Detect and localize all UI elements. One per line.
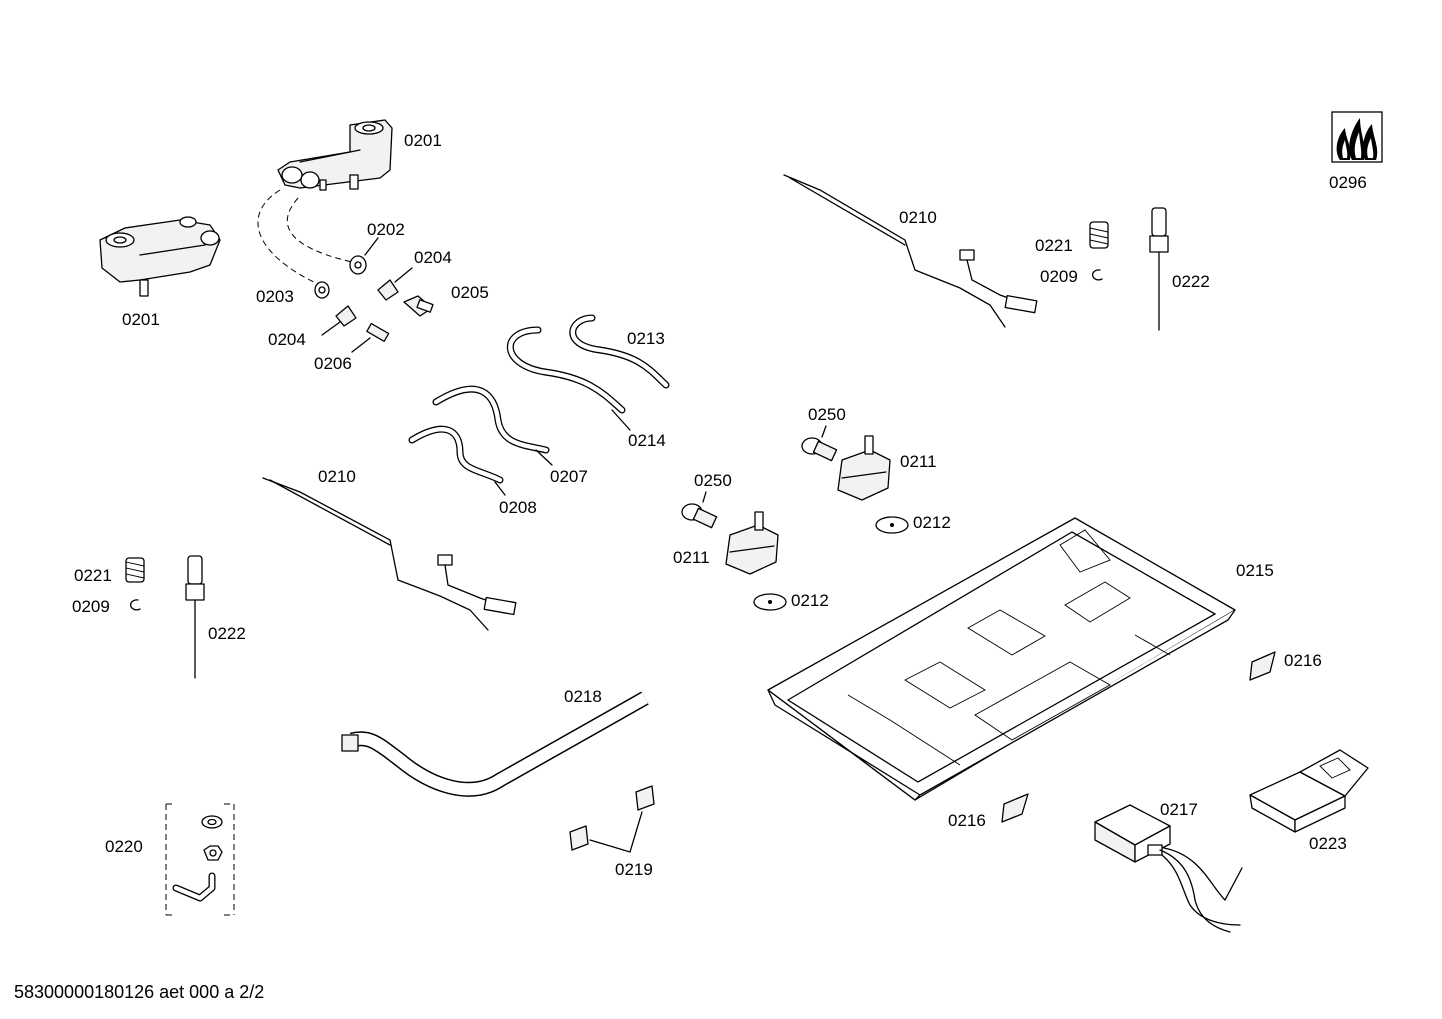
label-0204-left: 0204 [268, 330, 306, 349]
part-0205[interactable] [403, 295, 434, 317]
leader-0214 [611, 409, 631, 431]
label-0213: 0213 [627, 329, 665, 348]
label-0209-left: 0209 [72, 597, 110, 616]
part-0219-left[interactable] [569, 825, 589, 851]
label-0296: 0296 [1329, 173, 1367, 192]
label-0250-upper: 0250 [808, 405, 846, 424]
part-0250-upper[interactable] [801, 437, 838, 462]
part-0250-lower[interactable] [681, 503, 718, 529]
part-0215-tray[interactable] [767, 517, 1236, 801]
label-0210-left: 0210 [318, 467, 356, 486]
part-0216-bottom[interactable] [1001, 793, 1029, 823]
part-0213[interactable] [569, 314, 670, 389]
part-0217[interactable] [1094, 804, 1243, 933]
label-0223: 0223 [1309, 834, 1347, 853]
leader-0250 [821, 425, 827, 438]
assembly-line [286, 197, 353, 263]
label-0217: 0217 [1160, 800, 1198, 819]
part-0203[interactable] [314, 281, 330, 299]
part-0210-right[interactable] [783, 174, 1038, 328]
label-0202: 0202 [367, 220, 405, 239]
leader-0250b [702, 491, 707, 503]
part-0209-left[interactable] [130, 599, 141, 611]
part-0206[interactable] [366, 322, 390, 342]
label-0216-bottom: 0216 [948, 811, 986, 830]
leader-0219 [589, 811, 643, 853]
label-0250-lower: 0250 [694, 471, 732, 490]
label-0222-left: 0222 [208, 624, 246, 643]
label-0222-right: 0222 [1172, 272, 1210, 291]
label-0205: 0205 [451, 283, 489, 302]
part-0216-right[interactable] [1249, 651, 1276, 681]
flame-icon [1331, 111, 1383, 163]
label-0214: 0214 [628, 431, 666, 450]
label-0206: 0206 [314, 354, 352, 373]
label-0218: 0218 [564, 687, 602, 706]
part-0222-right[interactable] [1149, 207, 1169, 331]
leader-0202 [364, 237, 379, 256]
label-0215: 0215 [1236, 561, 1274, 580]
label-0210-right: 0210 [899, 208, 937, 227]
part-0210-left[interactable] [262, 477, 517, 631]
label-0219: 0219 [615, 860, 653, 879]
part-0209-right[interactable] [1092, 269, 1103, 281]
part-0222-left[interactable] [185, 555, 205, 679]
part-0212-upper[interactable] [875, 516, 909, 534]
label-0221-left: 0221 [74, 566, 112, 585]
part-0218[interactable] [341, 691, 649, 797]
label-0212-upper: 0212 [913, 513, 951, 532]
part-0221-right[interactable] [1089, 221, 1109, 249]
leader-0204 [394, 267, 413, 283]
label-0201-upper: 0201 [404, 131, 442, 150]
part-0201-left[interactable] [99, 216, 221, 297]
part-0204-right[interactable] [377, 279, 399, 301]
label-0201-left: 0201 [122, 310, 160, 329]
label-0211-upper: 0211 [900, 452, 937, 471]
assembly-line [257, 189, 321, 286]
part-0202[interactable] [349, 255, 367, 275]
label-0212-lower: 0212 [791, 591, 829, 610]
part-0214[interactable] [506, 326, 626, 414]
label-0209-right: 0209 [1040, 267, 1078, 286]
part-0223[interactable] [1249, 749, 1369, 833]
part-0221-left[interactable] [125, 557, 145, 583]
label-0203: 0203 [256, 287, 294, 306]
label-0211-lower: 0211 [673, 548, 710, 567]
leader-0204b [321, 321, 341, 336]
label-0220: 0220 [105, 837, 143, 856]
part-0219-right[interactable] [635, 785, 655, 811]
document-id-footer: 58300000180126 aet 000 a 2/2 [14, 982, 264, 1002]
label-0221-right: 0221 [1035, 236, 1073, 255]
part-0211-upper[interactable] [837, 435, 891, 501]
part-0211-lower[interactable] [725, 511, 779, 575]
label-0207: 0207 [550, 467, 588, 486]
leader-0206 [351, 337, 371, 353]
part-0220-kit[interactable] [165, 803, 235, 916]
label-0216-right: 0216 [1284, 651, 1322, 670]
part-0207[interactable] [432, 385, 550, 454]
part-0212-lower[interactable] [753, 593, 787, 611]
part-0208[interactable] [408, 425, 504, 484]
label-0208: 0208 [499, 498, 537, 517]
leader-0208 [494, 481, 506, 496]
part-0201-upper[interactable] [277, 119, 393, 191]
label-0204-right: 0204 [414, 248, 452, 267]
part-0204-left[interactable] [335, 305, 357, 327]
leader-0207 [535, 449, 553, 466]
